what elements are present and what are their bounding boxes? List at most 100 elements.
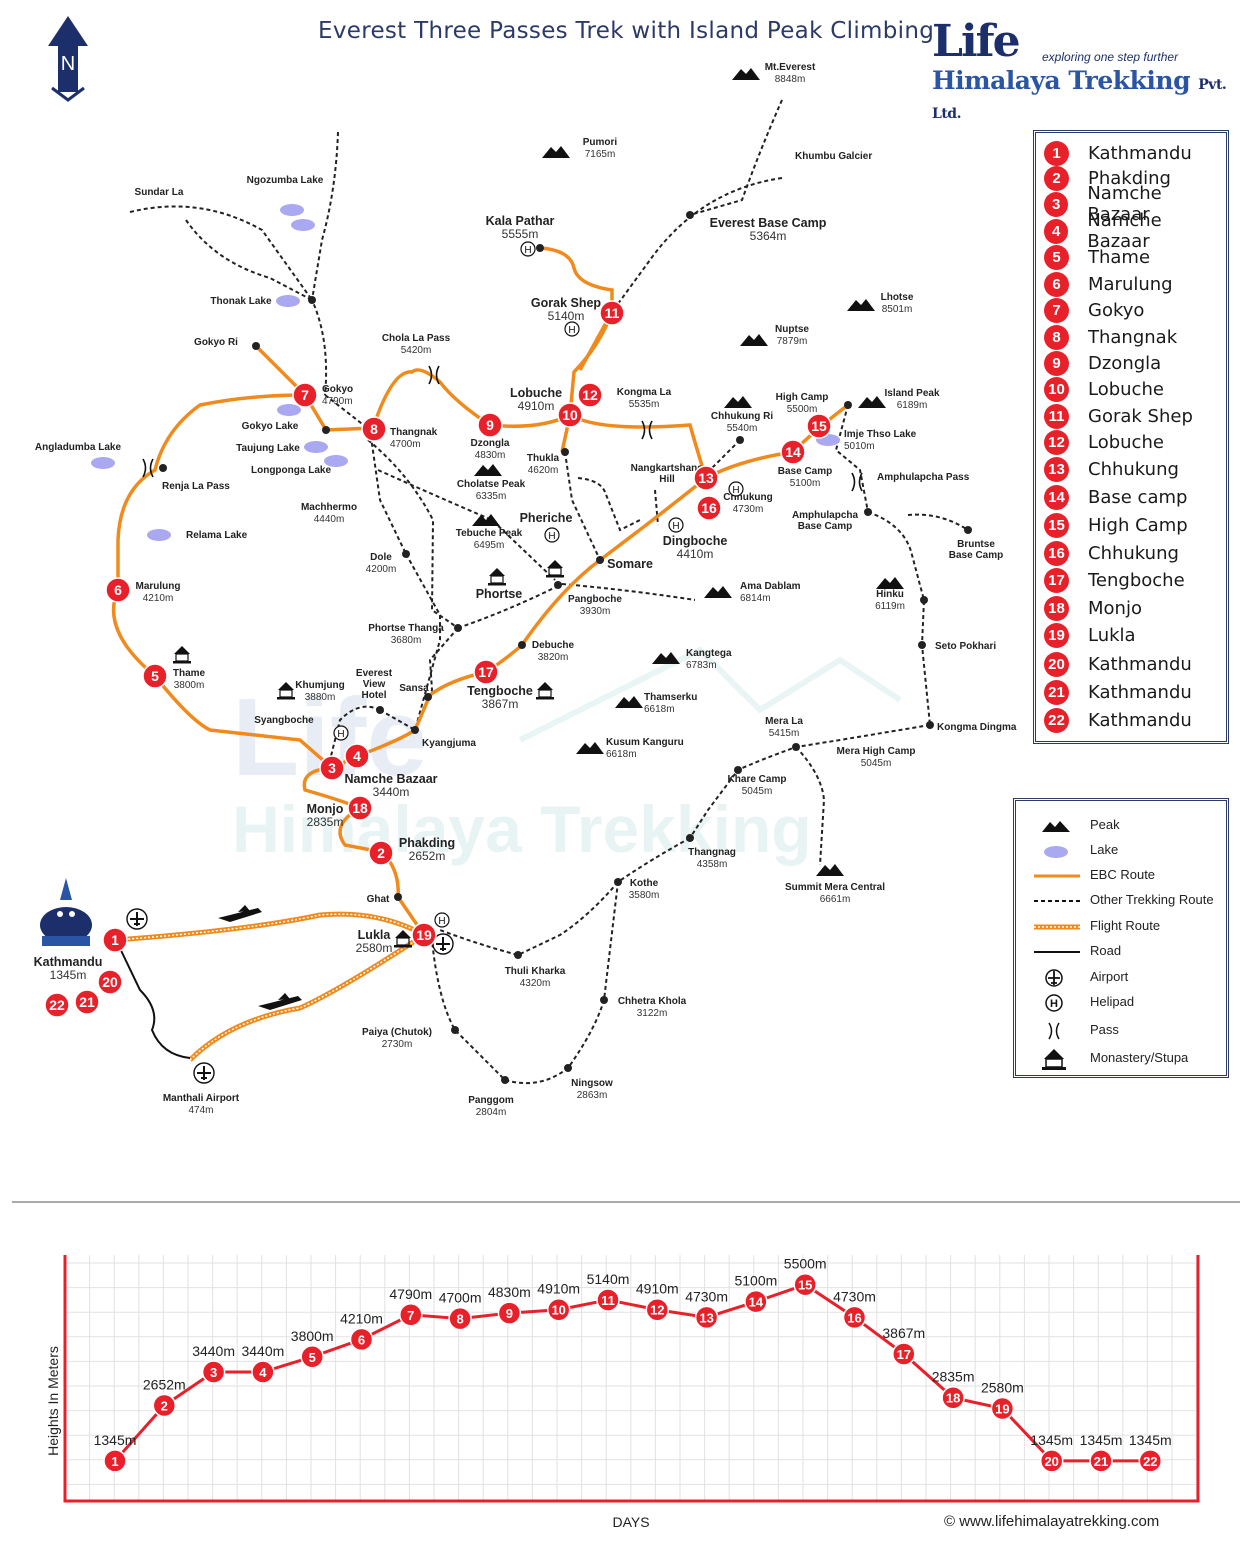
place-name: Lukla — [358, 928, 392, 942]
day-place-label: Kathmandu — [1088, 142, 1192, 164]
trail-point — [451, 1026, 459, 1034]
place-elevation: 5010m — [844, 441, 875, 452]
day-place-label: Kathmandu — [1088, 709, 1192, 731]
day-place-label: Namche Bazaar — [1087, 210, 1162, 252]
place-elevation: 1345m — [50, 968, 87, 982]
place-name: Dzongla — [471, 438, 510, 449]
monastery-icon — [488, 568, 506, 586]
place-elevation: 2863m — [577, 1090, 608, 1101]
altitude-day-label: 5 — [309, 1350, 316, 1365]
peak-icon — [876, 577, 904, 589]
place-name: Base Camp — [778, 466, 832, 477]
place-name: Marulung — [136, 581, 181, 592]
place-elevation: 4320m — [520, 978, 551, 989]
map-day-marker-18: 18 — [347, 795, 373, 821]
place-name: Seto Pokhari — [935, 641, 996, 652]
trail-point — [252, 342, 260, 350]
day-number-marker: 20 — [1044, 651, 1069, 677]
day-number-marker: 10 — [1044, 376, 1069, 402]
peak-icon — [816, 864, 844, 876]
lake-icon — [291, 219, 315, 231]
place-elevation: 4910m — [518, 399, 555, 413]
place-name: Pumori — [583, 137, 618, 148]
place-elevation: 5420m — [401, 345, 432, 356]
place-name: Machhermo — [301, 502, 357, 513]
place-elevation: 3820m — [538, 652, 569, 663]
altitude-marker — [251, 1360, 275, 1384]
altitude-value-label: 2652m — [143, 1376, 186, 1392]
road — [115, 939, 191, 1059]
place-elevation: 6119m — [875, 601, 905, 612]
svg-text:H: H — [337, 729, 344, 740]
place-elevation: 8501m — [882, 304, 913, 315]
place-syangboche: Syangboche — [254, 715, 314, 726]
map-day-marker-10: 10 — [557, 402, 583, 428]
place-paiya-chutok: Paiya (Chutok)2730m — [362, 1027, 432, 1050]
place-name: Kangtega — [686, 648, 732, 659]
svg-text:H: H — [438, 916, 445, 927]
place-name: Angladumba Lake — [35, 442, 122, 453]
place-name: Tebuche Peak — [456, 528, 523, 539]
place-name: Hinku — [876, 589, 904, 600]
key-label: Road — [1090, 943, 1122, 958]
copyright: © www.lifehimalayatrekking.com — [944, 1513, 1160, 1530]
heli-icon: H — [1045, 994, 1063, 1012]
map-day-number: 6 — [114, 582, 122, 598]
svg-text:Himalaya Trekking: Himalaya Trekking — [232, 792, 812, 866]
trail-point — [792, 743, 800, 751]
place-elevation: 3440m — [373, 785, 410, 799]
svg-text:H: H — [548, 531, 555, 542]
day-place-label: High Camp — [1088, 514, 1188, 536]
place-elevation: 3880m — [305, 692, 336, 703]
x-axis-label: DAYS — [612, 1514, 649, 1530]
place-elevation: 5140m — [548, 309, 585, 323]
altitude-day-label: 1 — [111, 1454, 118, 1469]
map-day-marker-4: 4 — [344, 743, 370, 769]
map-day-number: 20 — [102, 974, 118, 990]
trail-point — [411, 726, 419, 734]
trail-point — [918, 641, 926, 649]
place-ngozumba-lake: Ngozumba Lake — [247, 175, 324, 186]
logo-life: Life — [932, 16, 1021, 67]
day-number-marker: 18 — [1044, 595, 1069, 621]
place-khumbu-galcier: Khumbu Galcier — [795, 151, 872, 162]
place-sansa: Sansa — [399, 683, 429, 694]
helipad-icon: H — [728, 481, 744, 497]
day-place-label: Chhukung — [1088, 542, 1179, 564]
place-elevation: 3867m — [482, 697, 519, 711]
altitude-marker — [1138, 1449, 1163, 1473]
stupa-icon — [1042, 1049, 1066, 1070]
altitude-marker — [399, 1303, 423, 1327]
place-name: Cholatse Peak — [457, 479, 526, 490]
place-sundar-la: Sundar La — [135, 187, 184, 198]
key-label: Pass — [1090, 1022, 1119, 1037]
map-day-marker-2: 2 — [368, 840, 394, 866]
day-number-marker: 11 — [1044, 403, 1069, 429]
company-logo: Life — [932, 16, 1021, 67]
altitude-value-label: 2580m — [981, 1380, 1024, 1396]
place-elevation: 2730m — [382, 1039, 413, 1050]
